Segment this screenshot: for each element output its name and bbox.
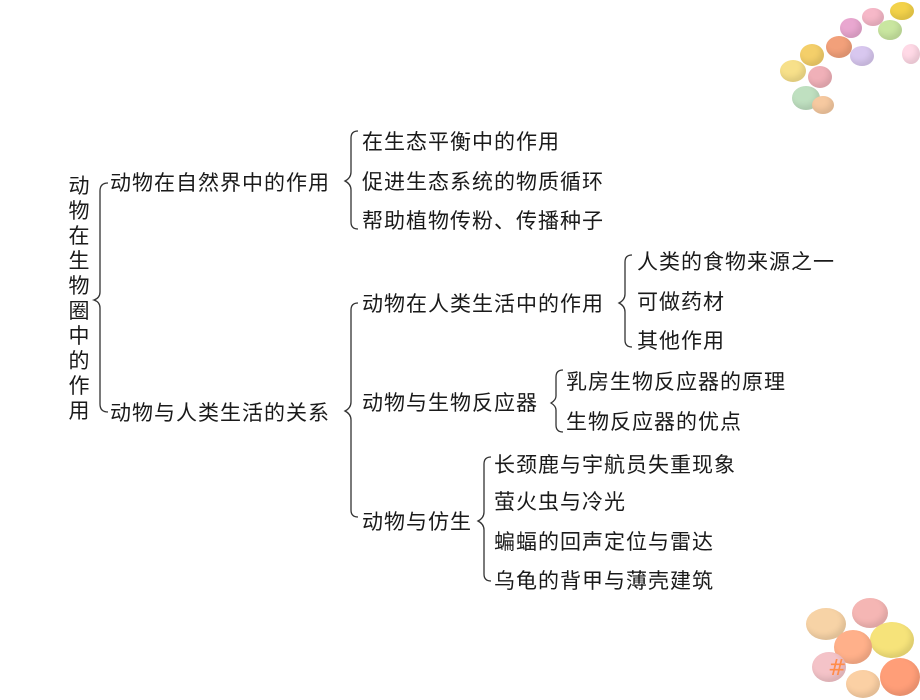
root-bracket	[91, 182, 109, 413]
life-item: 人类的食物来源之一	[637, 250, 835, 274]
candy-egg	[880, 658, 920, 696]
bionics-item: 乌龟的背甲与薄壳建筑	[494, 569, 714, 593]
reactor-bracket	[549, 369, 564, 433]
branch-nature-label: 动物在自然界中的作用	[110, 171, 330, 195]
branch-human-label: 动物与人类生活的关系	[110, 401, 330, 425]
nature-item: 帮助植物传粉、传播种子	[362, 209, 604, 233]
candy-egg	[846, 670, 880, 698]
candy-egg	[870, 622, 914, 658]
candy-egg	[862, 8, 884, 26]
bionics-item: 萤火虫与冷光	[494, 490, 626, 514]
life-item: 可做药材	[637, 290, 725, 314]
candy-egg	[808, 66, 832, 88]
candy-egg	[902, 44, 920, 64]
root-title-text: 动物在生物圈中的作用	[68, 174, 90, 423]
life-bracket	[617, 254, 633, 348]
nature-item: 促进生态系统的物质循环	[362, 170, 604, 194]
bionics-bracket	[476, 456, 492, 582]
candy-egg	[878, 20, 902, 40]
bionics-item: 长颈鹿与宇航员失重现象	[494, 453, 736, 477]
nature-bracket	[343, 130, 359, 230]
bionics-label: 动物与仿生	[362, 510, 472, 534]
reactor-label: 动物与生物反应器	[362, 391, 538, 415]
candy-egg	[850, 46, 874, 66]
candy-egg	[780, 60, 806, 82]
reactor-item: 生物反应器的优点	[566, 410, 742, 434]
candy-egg	[800, 44, 824, 66]
human-bracket	[343, 302, 359, 518]
candy-egg	[826, 36, 852, 58]
candy-egg	[840, 18, 862, 38]
candy-egg	[812, 96, 834, 114]
candy-egg	[890, 2, 914, 20]
nature-item: 在生态平衡中的作用	[362, 130, 560, 154]
life-label: 动物在人类生活中的作用	[362, 292, 604, 316]
candy-egg	[812, 652, 846, 682]
reactor-item: 乳房生物反应器的原理	[566, 370, 786, 394]
life-item: 其他作用	[637, 329, 725, 353]
root-vertical-title: 动物在生物圈中的作用	[66, 174, 92, 424]
corner-hash-symbol: #	[828, 656, 847, 681]
bionics-item: 蝙蝠的回声定位与雷达	[494, 530, 714, 554]
